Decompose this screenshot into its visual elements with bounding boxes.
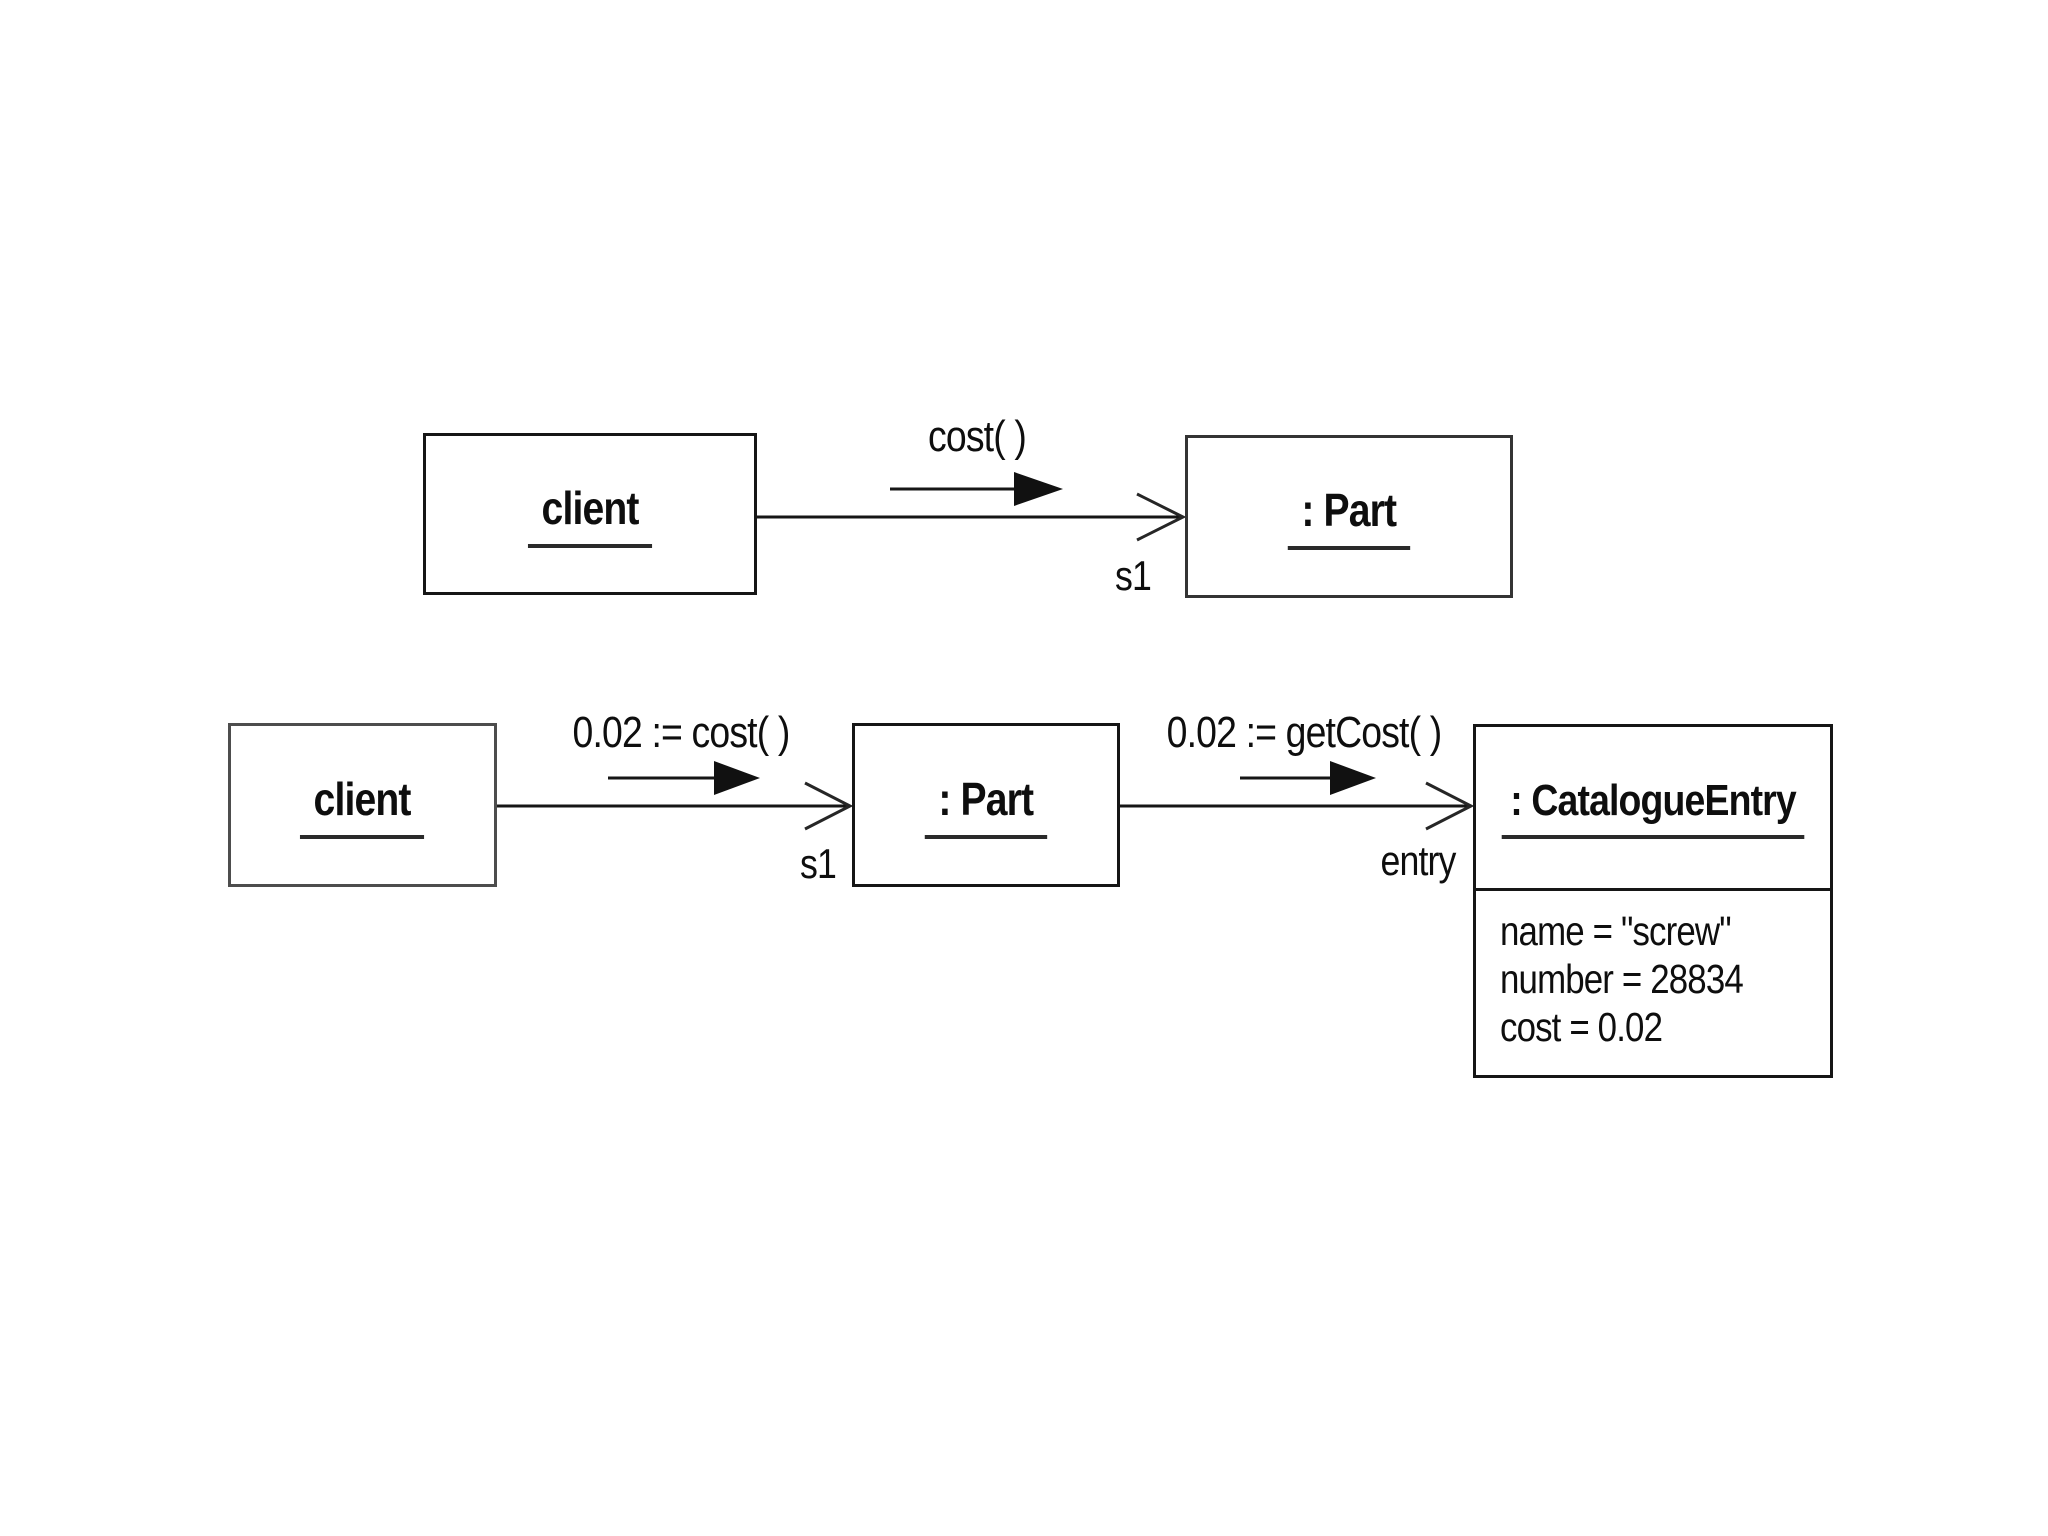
object-name-part-top: : Part — [1287, 483, 1411, 550]
message-label-getcost-return: 0.02 := getCost( ) — [1166, 708, 1443, 757]
link-bottom-part-catalogue — [1120, 781, 1475, 831]
solid-arrowhead-icon — [714, 761, 760, 795]
message-label-cost-return: 0.02 := cost( ) — [572, 708, 791, 757]
link-top-client-part — [757, 492, 1187, 542]
message-label-cost: cost( ) — [928, 412, 1027, 461]
solid-arrowhead-icon — [1014, 472, 1063, 506]
object-box-part-top: : Part — [1185, 435, 1513, 598]
attribute-line-number: number = 28834 — [1500, 956, 1744, 1002]
object-box-client-top: client — [423, 433, 757, 595]
link-role-label-s1-top: s1 — [1114, 552, 1152, 599]
open-arrowhead-icon — [1425, 781, 1475, 831]
object-name-part-bottom: : Part — [924, 772, 1048, 839]
attribute-line-name: name = "screw" — [1500, 908, 1732, 954]
link-bottom-client-part — [497, 781, 854, 831]
message-direction-arrow-top — [890, 472, 1063, 506]
object-name-client-bottom: client — [300, 772, 425, 839]
object-name-catalogue-entry: : CatalogueEntry — [1501, 776, 1805, 839]
link-role-label-entry: entry — [1380, 837, 1456, 884]
open-arrowhead-icon — [804, 781, 854, 831]
message-direction-arrow-cost — [608, 761, 760, 795]
open-arrowhead-icon — [1136, 492, 1187, 542]
object-box-client-bottom: client — [228, 723, 497, 887]
object-box-part-bottom: : Part — [852, 723, 1120, 887]
attribute-line-cost: cost = 0.02 — [1500, 1004, 1663, 1050]
message-direction-arrow-getcost — [1240, 761, 1376, 795]
object-box-catalogue-entry: : CatalogueEntry name = "screw" number =… — [1473, 724, 1833, 1078]
catalogue-entry-name-compartment: : CatalogueEntry — [1476, 727, 1830, 888]
solid-arrowhead-icon — [1330, 761, 1376, 795]
catalogue-entry-attributes-compartment: name = "screw" number = 28834 cost = 0.0… — [1476, 888, 1830, 1075]
link-role-label-s1-bottom: s1 — [799, 840, 837, 887]
object-name-client-top: client — [527, 481, 653, 548]
